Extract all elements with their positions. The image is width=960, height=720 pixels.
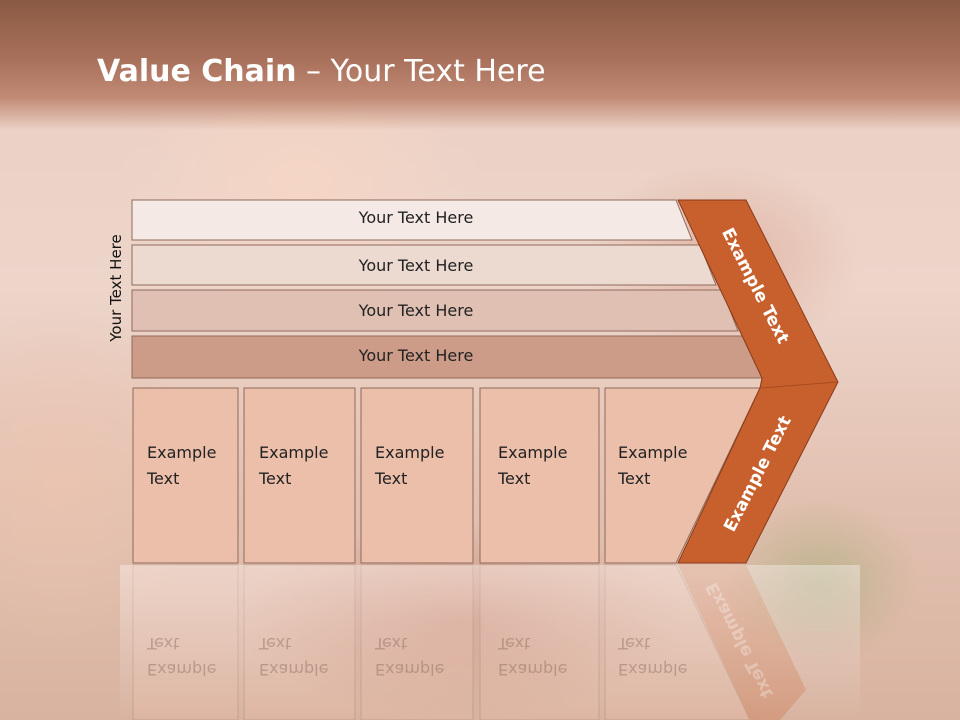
bar-1-label: Your Text Here	[358, 208, 474, 227]
column-5-label: Example Text	[618, 443, 688, 488]
column-1-label: Example Text	[147, 443, 217, 488]
column-3[interactable]	[360, 387, 474, 564]
column-1[interactable]	[132, 387, 239, 564]
column-4-reflection: Example Text	[498, 634, 568, 679]
title-band	[0, 0, 960, 130]
column-5-reflection: Example Text	[618, 634, 688, 679]
title-rest: – Your Text Here	[296, 54, 546, 89]
column-2[interactable]	[243, 387, 356, 564]
column-4[interactable]	[479, 387, 600, 564]
page-title: Value Chain – Your Text Here	[97, 54, 546, 89]
bar-2-label: Your Text Here	[358, 256, 474, 275]
bar-2[interactable]	[131, 244, 717, 286]
title-bold: Value Chain	[97, 54, 297, 89]
bar-3[interactable]	[131, 289, 739, 332]
bar-1[interactable]	[131, 199, 693, 241]
bar-3-label: Your Text Here	[358, 301, 474, 320]
column-3-label: Example Text	[375, 443, 445, 488]
column-4-label: Example Text	[498, 443, 568, 488]
reflection-fade	[120, 565, 860, 720]
column-1-reflection: Example Text	[147, 634, 217, 679]
chevron-shape[interactable]	[677, 199, 839, 564]
chevron-divider	[759, 381, 839, 389]
bar-4-label: Your Text Here	[358, 346, 474, 365]
column-3-reflection: Example Text	[375, 634, 445, 679]
column-5[interactable]	[604, 387, 761, 564]
column-2-label: Example Text	[259, 443, 329, 488]
column-2-reflection: Example Text	[259, 634, 329, 679]
